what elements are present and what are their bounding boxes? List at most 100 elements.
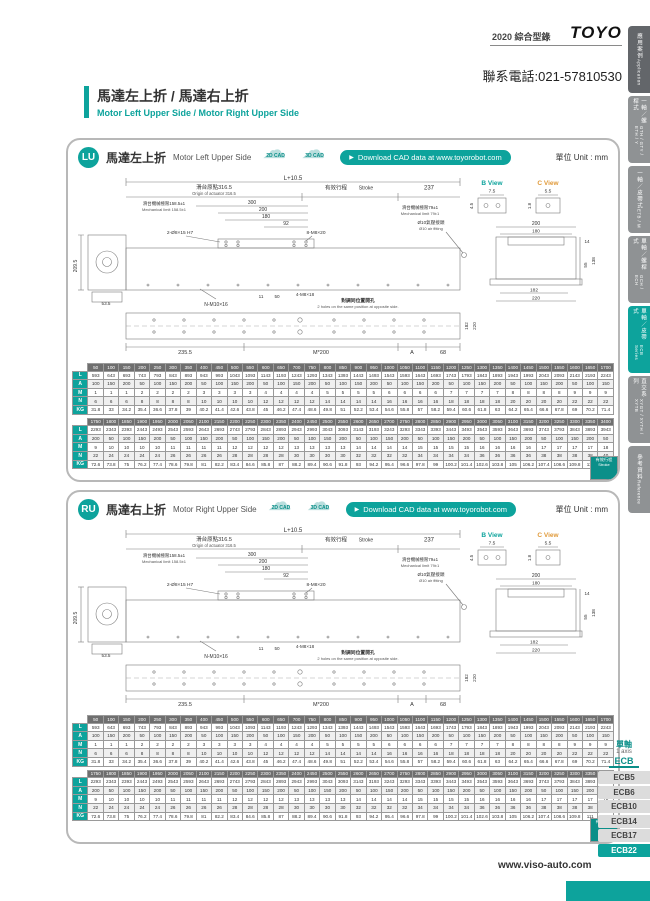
value-cell: 100 xyxy=(551,433,568,444)
cad-3d-icon[interactable]: ☁ 3D CAD xyxy=(301,140,333,167)
cad-3d-icon[interactable]: ☁ 3D CAD xyxy=(307,492,339,519)
endview-dim-200: 200 xyxy=(532,573,541,579)
value-cell: 2593 xyxy=(180,425,197,435)
ecb-item-ecb6[interactable]: ECB6 xyxy=(598,785,650,799)
stroke-value-header: 750 xyxy=(303,715,321,724)
value-cell: 200 xyxy=(241,731,259,741)
value-cell: 150 xyxy=(442,785,460,796)
dim-5-5: 5.5 xyxy=(545,189,552,195)
value-cell: 2143 xyxy=(566,370,583,381)
stroke-value-header: 3000 xyxy=(473,769,491,779)
value-cell: 10 xyxy=(133,442,151,452)
dim-total-length: L+10.5 xyxy=(284,528,303,534)
stroke-value-header: 2300 xyxy=(257,417,274,427)
stroke-value-header: 100 xyxy=(102,363,120,372)
value-cell: 150 xyxy=(288,379,305,389)
value-cell: 4 xyxy=(257,387,274,398)
value-cell: 5 xyxy=(334,387,352,398)
stroke-value-header: 600 xyxy=(257,363,274,372)
value-cell: 3043 xyxy=(319,425,336,435)
ecb-item-ecb17[interactable]: ECB17 xyxy=(598,829,650,843)
bottomview-dim-182: 182 xyxy=(464,674,469,682)
dim-68: 68 xyxy=(440,702,446,708)
bottomview-dim-182: 182 xyxy=(464,322,469,330)
value-cell: 200 xyxy=(489,731,506,741)
endview-dim-182: 182 xyxy=(530,288,538,294)
download-cad-button[interactable]: ▶ Download CAD data at www.toyorobot.com xyxy=(340,149,511,165)
footer-website-link[interactable]: www.viso-auto.com xyxy=(498,860,592,871)
dim-11: 11 xyxy=(259,294,264,299)
value-cell: 1543 xyxy=(381,370,398,381)
stroke-value-header: 200 xyxy=(133,363,151,372)
value-cell: 24 xyxy=(133,450,151,461)
value-cell: 12 xyxy=(241,442,259,452)
value-cell: 55.8 xyxy=(396,404,413,415)
value-cell: 14 xyxy=(350,442,367,452)
value-cell: 100 xyxy=(489,785,506,796)
value-cell: 2993 xyxy=(303,425,321,435)
page-subtitle: Motor Left Upper Side / Motor Right Uppe… xyxy=(97,108,299,118)
ecb-item-ecb14[interactable]: ECB14 xyxy=(598,814,650,828)
value-cell: 26 xyxy=(211,450,228,461)
value-cell: 2693 xyxy=(211,777,228,787)
value-cell: 2443 xyxy=(133,777,151,787)
ecb-item-ecb22[interactable]: ECB22 xyxy=(598,843,650,857)
cloud-icon: ☁ xyxy=(262,138,287,164)
value-cell: 2793 xyxy=(241,425,259,435)
endview-dim-220: 220 xyxy=(532,648,540,654)
value-cell: 3493 xyxy=(458,777,475,787)
value-cell: 34.2 xyxy=(118,756,135,767)
value-cell: 593 xyxy=(87,370,104,381)
value-cell: 1843 xyxy=(473,722,491,733)
value-cell: 6 xyxy=(427,387,444,398)
value-cell: 3793 xyxy=(551,777,568,787)
value-cell: 8 xyxy=(149,748,166,758)
b-view-label: B View xyxy=(481,180,503,187)
value-cell: 50 xyxy=(442,379,460,389)
stroke-value-header: 1700 xyxy=(597,715,614,724)
value-cell: 200 xyxy=(211,785,228,796)
stroke-table: 有效行程Stroke175018001850190019502000205021… xyxy=(71,769,618,842)
value-cell: 2493 xyxy=(149,777,166,787)
stroke-tables-lu: 有效行程Stroke501001502002503003504004505005… xyxy=(68,363,618,480)
value-cell: 150 xyxy=(411,731,429,741)
value-cell: 200 xyxy=(581,433,599,444)
dim-92: 92 xyxy=(283,221,289,227)
value-cell: 2043 xyxy=(535,722,553,733)
value-cell: 61.8 xyxy=(473,756,491,767)
download-cad-button[interactable]: ▶ Download CAD data at www.toyorobot.com xyxy=(345,501,517,517)
ecb-item-ecb5[interactable]: ECB5 xyxy=(598,771,650,785)
header-divider xyxy=(490,45,622,46)
value-cell: 59.4 xyxy=(442,404,460,415)
value-cell: 15 xyxy=(442,442,460,452)
value-cell: 20 xyxy=(551,396,568,406)
value-cell: 200 xyxy=(551,379,568,389)
value-cell: 643 xyxy=(102,722,120,733)
cad-2d-icon[interactable]: ☁ 2D CAD xyxy=(262,140,294,167)
cad-2d-icon[interactable]: ☁ 2D CAD xyxy=(268,492,300,519)
value-cell: 73.8 xyxy=(102,459,120,470)
value-cell: 11 xyxy=(164,794,182,804)
value-cell: 17 xyxy=(581,442,599,452)
ecb-item-ecb10[interactable]: ECB10 xyxy=(598,800,650,814)
air-fitting-label-en: Ø10 air fitting xyxy=(419,226,443,231)
stroke-value-header: 2850 xyxy=(427,769,444,779)
value-cell: 10 xyxy=(195,396,213,406)
opposite-holes-label-en: 2 holes on the same position at opposite… xyxy=(317,656,398,661)
value-cell: 2743 xyxy=(226,777,243,787)
value-cell: 14 xyxy=(396,442,413,452)
value-cell: 101.4 xyxy=(458,811,475,822)
origin-label-en: Origin of actuator 316.5 xyxy=(192,191,236,196)
stroke-value-header: 1450 xyxy=(520,363,537,372)
value-cell: 31.8 xyxy=(87,756,104,767)
dim-5-5: 5.5 xyxy=(545,541,552,547)
